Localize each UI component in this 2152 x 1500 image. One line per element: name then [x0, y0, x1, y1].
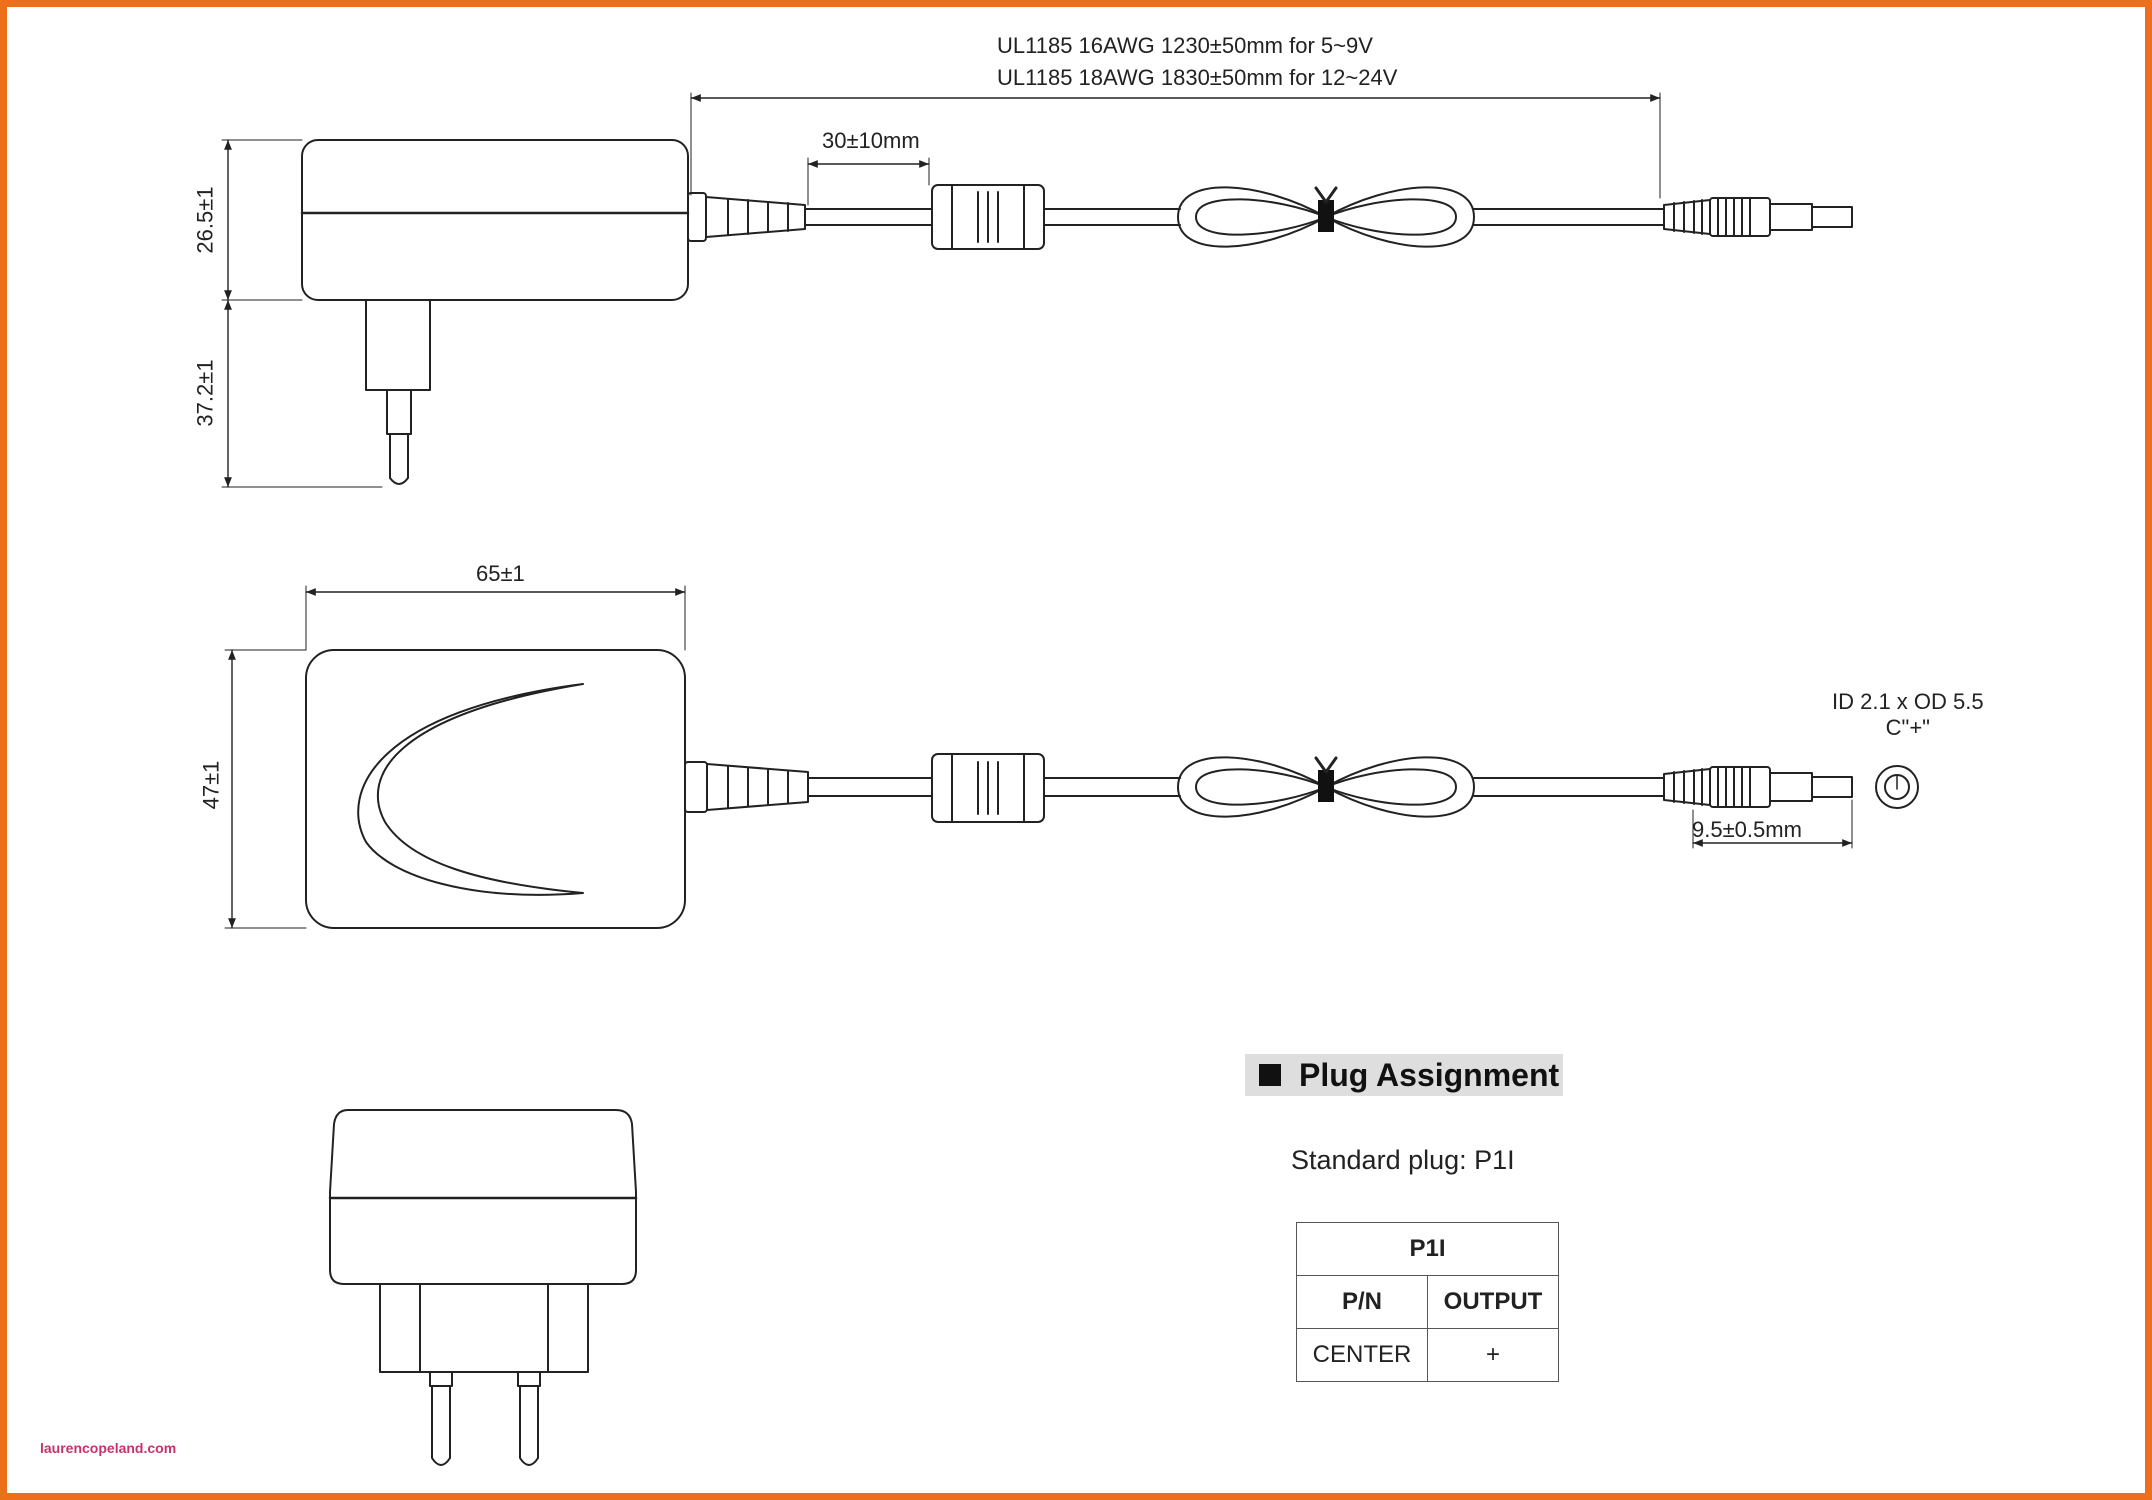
cable-spec-line-2: UL1185 18AWG 1830±50mm for 12~24V	[997, 65, 1398, 90]
plug-length-label: 9.5±0.5mm	[1692, 817, 1802, 842]
plug-spec-line-1: ID 2.1 x OD 5.5	[1832, 689, 1984, 714]
adapter-body-front	[329, 1109, 637, 1285]
standard-plug-text: Standard plug: P1I	[1291, 1145, 1515, 1175]
table-row: CENTER +	[1296, 1328, 1559, 1382]
mains-prong-side	[365, 299, 431, 391]
side-view	[221, 92, 1853, 488]
table-header-output: OUTPUT	[1427, 1275, 1559, 1329]
plug-spec-label: ID 2.1 x OD 5.5 C"+"	[1832, 689, 1984, 741]
cable-spec-line-1: UL1185 16AWG 1230±50mm for 5~9V	[997, 33, 1373, 58]
table-title: P1I	[1296, 1222, 1559, 1276]
ferrite-core-side	[931, 184, 1045, 250]
mains-pin-left	[431, 1385, 451, 1466]
width-label: 65±1	[476, 561, 525, 586]
depth-label: 47±1	[198, 760, 224, 810]
plug-end-view	[1875, 765, 1919, 809]
front-view	[328, 1109, 638, 1466]
heading-bullet-icon	[1259, 1064, 1281, 1086]
top-view	[224, 585, 1919, 929]
cable-spec-note: UL1185 16AWG 1230±50mm for 5~9V UL1185 1…	[997, 30, 1397, 94]
height-label: 26.5±1	[192, 186, 218, 254]
ferrite-core-top	[931, 753, 1045, 823]
plug-spec-line-2: C"+"	[1885, 715, 1930, 740]
logo-arc	[357, 683, 584, 896]
table-cell-pn: CENTER	[1296, 1328, 1428, 1382]
adapter-body-side	[301, 139, 689, 301]
watermark-text: laurencopeland.com	[40, 1440, 177, 1456]
plug-assignment-table: P1I P/N OUTPUT CENTER +	[1296, 1222, 1559, 1382]
table-cell-output: +	[1427, 1328, 1559, 1382]
core-distance-label: 30±10mm	[822, 128, 920, 153]
plug-assignment-heading: Plug Assignment	[1245, 1054, 1563, 1096]
table-header-pn: P/N	[1296, 1275, 1428, 1329]
plug-assignment-title: Plug Assignment	[1299, 1056, 1560, 1093]
pin-length-label: 37.2±1	[192, 359, 218, 427]
mains-pin-right	[519, 1385, 539, 1466]
